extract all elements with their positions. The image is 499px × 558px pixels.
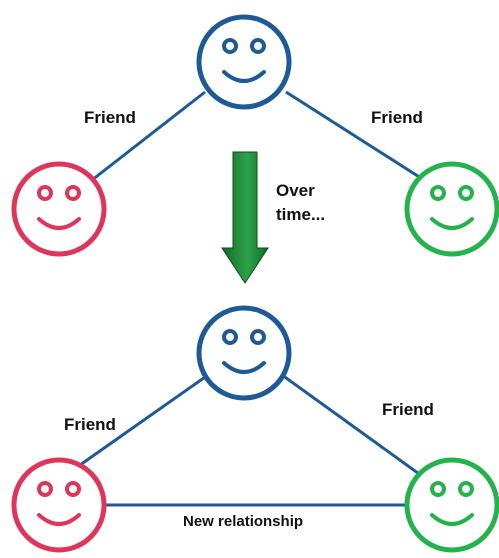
bottom-left-friend-edge xyxy=(79,373,209,467)
over-time-label-line2: time... xyxy=(276,205,325,224)
bottom-network: Friend Friend New relationship xyxy=(11,305,499,553)
top-left-edge-label: Friend xyxy=(84,108,136,127)
top-left-friend-edge xyxy=(91,90,206,182)
top-network: Friend Friend xyxy=(11,14,499,257)
over-time-label-line1: Over xyxy=(276,181,315,200)
bottom-left-edge-label: Friend xyxy=(64,415,116,434)
red-person-icon xyxy=(11,161,107,257)
blue-person-icon xyxy=(196,14,292,110)
green-person-icon xyxy=(404,457,499,553)
red-person-icon xyxy=(11,457,107,553)
bottom-right-friend-edge xyxy=(281,373,423,478)
bottom-right-edge-label: Friend xyxy=(382,400,434,419)
new-relationship-label: New relationship xyxy=(183,513,303,530)
blue-person-icon xyxy=(196,305,292,401)
top-right-edge-label: Friend xyxy=(371,108,423,127)
green-person-icon xyxy=(404,161,499,257)
top-right-friend-edge xyxy=(285,90,425,182)
down-arrow-icon xyxy=(221,151,269,284)
